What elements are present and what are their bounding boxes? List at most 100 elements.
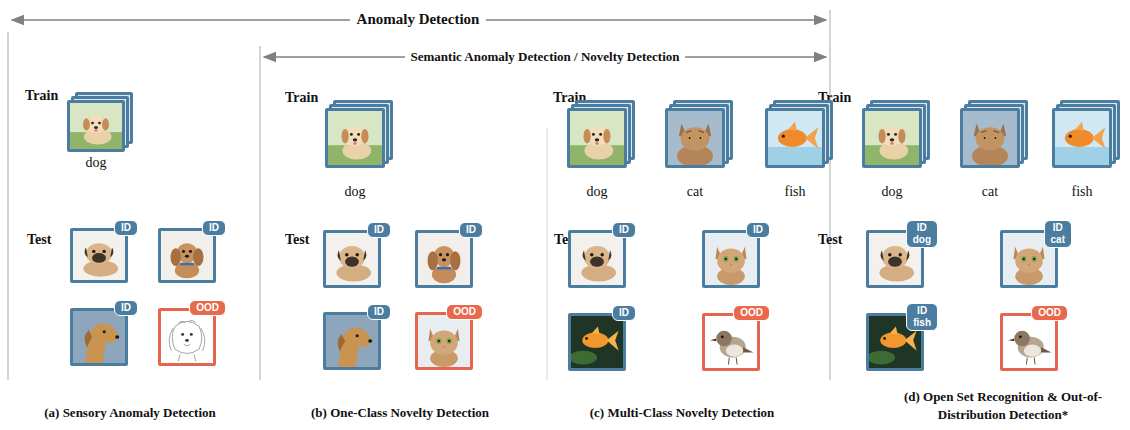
label-box: Semantic Anomaly Detection / Novelty Det… — [355, 49, 735, 65]
photo-illustration — [668, 111, 722, 165]
class-label: dog — [832, 184, 952, 200]
image-frame — [568, 230, 626, 288]
image-frame — [862, 108, 922, 168]
train-image-stack: dog — [67, 100, 125, 152]
photo-illustration — [705, 233, 757, 285]
photo-illustration — [571, 233, 623, 285]
class-name: fish — [1072, 184, 1093, 199]
class-name: dog — [345, 184, 366, 199]
image-frame — [1052, 108, 1112, 168]
badge-text: OOD — [453, 306, 476, 318]
class-label: dog — [537, 184, 657, 200]
test-image: ID — [323, 312, 381, 370]
badge-text: ID — [209, 222, 219, 234]
test-image: ID — [568, 230, 626, 288]
badge-text: ID — [619, 224, 629, 236]
ood-badge: OOD — [189, 300, 226, 316]
test-image: IDcat — [1000, 230, 1058, 288]
image-frame — [415, 230, 473, 288]
label-box: (a) Sensory Anomaly Detection — [5, 404, 255, 422]
label-box: Train — [285, 90, 318, 106]
image-frame — [323, 230, 381, 288]
class-name: dog — [86, 155, 107, 170]
test-image: IDfish — [866, 313, 924, 371]
test-image: OOD — [415, 312, 473, 370]
id-badge: ID — [612, 305, 636, 321]
id-badge: IDfish — [906, 303, 938, 331]
photo-illustration — [161, 231, 213, 280]
image-frame — [568, 313, 626, 371]
label-text: Semantic Anomaly Detection / Novelty Det… — [405, 49, 686, 64]
train-image-stack: cat — [665, 108, 725, 168]
id-badge: ID — [367, 304, 391, 320]
test-image: ID — [70, 308, 128, 366]
image-frame — [702, 313, 760, 371]
train-image-stack: cat — [960, 108, 1020, 168]
image-frame — [702, 230, 760, 288]
class-name: fish — [785, 184, 806, 199]
id-badge: ID — [459, 222, 483, 238]
badge-text: ID — [121, 222, 131, 234]
class-name: dog — [587, 184, 608, 199]
id-badge: ID — [367, 222, 391, 238]
id-badge: ID — [114, 220, 138, 236]
badge-text: ID — [374, 306, 384, 318]
label-text: (a) Sensory Anomaly Detection — [44, 405, 216, 420]
separator-line — [259, 46, 261, 380]
photo-illustration — [705, 316, 757, 368]
photo-illustration — [963, 111, 1017, 165]
image-frame — [70, 308, 128, 366]
label-box: Anomaly Detection — [308, 11, 528, 28]
id-badge: IDcat — [1044, 220, 1072, 248]
label-box: Train — [25, 88, 58, 104]
train-image-stack: dog — [862, 108, 922, 168]
train-image-stack: fish — [1052, 108, 1112, 168]
badge-text: dog — [913, 234, 931, 246]
badge-text: ID — [753, 224, 763, 236]
photo-illustration — [73, 231, 125, 280]
ood-badge: OOD — [1031, 305, 1068, 321]
test-image: OOD — [1000, 313, 1058, 371]
image-frame — [1000, 313, 1058, 371]
train-image-stack: dog — [567, 108, 627, 168]
photo-illustration — [865, 111, 919, 165]
badge-text: ID — [466, 224, 476, 236]
badge-text: ID — [913, 222, 931, 234]
badge-text: OOD — [196, 302, 219, 314]
test-image: ID — [158, 228, 216, 283]
image-frame — [325, 108, 385, 168]
image-frame — [567, 108, 627, 168]
image-frame — [665, 108, 725, 168]
label-text: (c) Multi-Class Novelty Detection — [590, 405, 774, 420]
id-badge: ID — [746, 222, 770, 238]
photo-illustration — [768, 111, 822, 165]
badge-text: ID — [374, 224, 384, 236]
badge-text: cat — [1051, 234, 1065, 246]
class-label: fish — [735, 184, 855, 200]
photo-illustration — [418, 233, 470, 285]
label-box: (d) Open Set Recognition & Out-of-Distri… — [897, 388, 1109, 424]
test-image: ID — [70, 228, 128, 283]
image-frame — [158, 308, 216, 366]
id-badge: ID — [612, 222, 636, 238]
photo-illustration — [570, 111, 624, 165]
test-image: ID — [415, 230, 473, 288]
test-image: OOD — [158, 308, 216, 366]
ood-badge: OOD — [446, 304, 483, 320]
label-box: Test — [285, 232, 309, 248]
label-box: (c) Multi-Class Novelty Detection — [552, 404, 812, 422]
photo-illustration — [161, 311, 213, 363]
label-text: Test — [27, 232, 51, 247]
separator-line — [546, 128, 548, 380]
class-label: cat — [930, 184, 1050, 200]
image-frame — [67, 100, 125, 152]
label-text: Train — [285, 90, 318, 105]
photo-illustration — [70, 103, 122, 149]
label-box: Test — [27, 232, 51, 248]
image-frame — [70, 228, 128, 283]
photo-illustration — [328, 111, 382, 165]
label-text: Test — [818, 232, 842, 247]
class-name: cat — [982, 184, 998, 199]
label-text: (d) Open Set Recognition & Out-of-Distri… — [904, 389, 1102, 422]
class-label: dog — [37, 155, 155, 171]
